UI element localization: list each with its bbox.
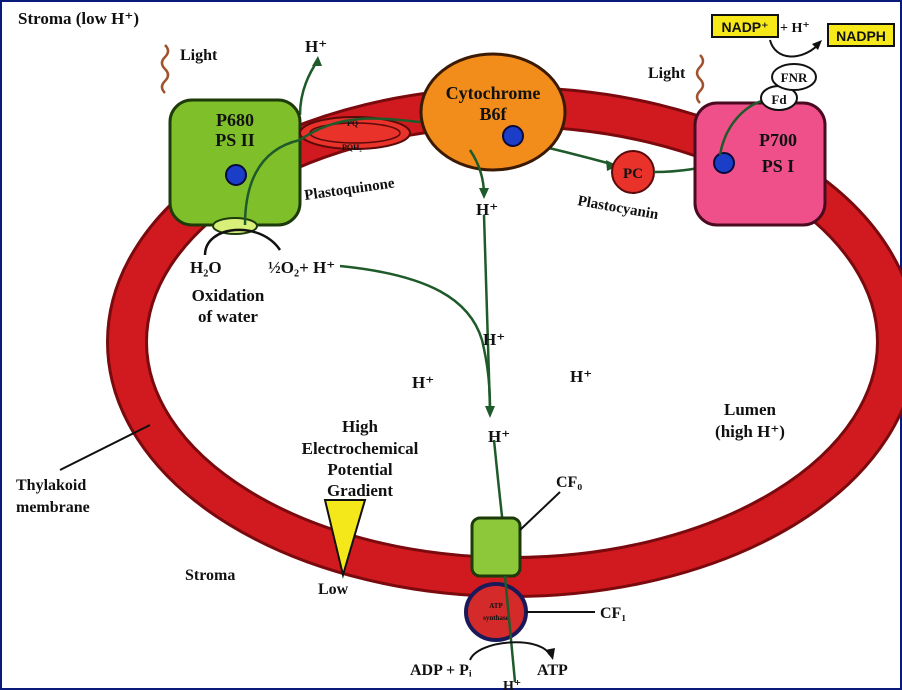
- gradient-line3: Potential: [327, 460, 392, 479]
- low-label: Low: [318, 581, 349, 598]
- gradient-line4: Gradient: [327, 481, 393, 500]
- h-plus-cyto-label: H⁺: [476, 200, 498, 219]
- h-plus-top-arrow: [300, 60, 318, 115]
- cytochrome-line2: B6f: [480, 104, 508, 124]
- h-plus-bottom-label: H⁺: [503, 679, 521, 690]
- fnr-label: FNR: [781, 70, 808, 85]
- thylakoid-line2: membrane: [16, 499, 90, 516]
- atp-label: ATP: [537, 662, 568, 679]
- ps2-line2: PS II: [215, 130, 255, 150]
- plastoquinone-label: Plastoquinone: [303, 175, 396, 204]
- light-label-left: Light: [180, 47, 218, 64]
- light-wave-right-icon: [697, 55, 703, 103]
- plastocyanin-label: Plastocyanin: [576, 193, 660, 223]
- nadph-label: NADPH: [836, 28, 886, 44]
- h-plus-lumen-4: H⁺: [488, 427, 510, 446]
- h-plus-lumen-3: H⁺: [570, 367, 592, 386]
- ps2-line1: P680: [216, 110, 254, 130]
- h-plus-top-label: H⁺: [305, 37, 327, 56]
- pqh2-label: PQH₂: [342, 143, 362, 152]
- h2o-label: H₂O: [190, 258, 222, 277]
- gradient-line1: High: [342, 417, 378, 436]
- oxidation-line1: Oxidation: [192, 286, 265, 305]
- half-o2-h-label: ½O₂+ H⁺: [268, 258, 335, 277]
- lumen-line1: Lumen: [724, 400, 777, 419]
- cf0-label: CF₀: [556, 474, 582, 491]
- atp-synthesis-arrowhead-icon: [545, 648, 555, 660]
- thylakoid-pointer-line: [60, 425, 150, 470]
- thylakoid-line1: Thylakoid: [16, 477, 86, 494]
- fd-label: Fd: [771, 92, 787, 107]
- h-plus-top-arrowhead-icon: [312, 56, 322, 66]
- adp-pi-label: ADP + Pᵢ: [410, 662, 472, 679]
- nadp-plus-h-label: + H⁺: [780, 21, 810, 36]
- light-label-right: Light: [648, 65, 686, 82]
- ps1-line2: PS I: [762, 156, 795, 176]
- atp-synthase-line1: ATP: [489, 602, 503, 610]
- proton-cyto-arrowhead-icon: [479, 188, 489, 199]
- pc-label: PC: [623, 166, 643, 182]
- cytochrome-electron-icon: [503, 126, 523, 146]
- cytochrome-line1: Cytochrome: [446, 83, 541, 103]
- cf0-subunit: [472, 518, 520, 576]
- atp-synthase-line2: synthase: [483, 614, 509, 622]
- stroma-low-h-title: Stroma (low H⁺): [18, 9, 139, 28]
- cf1-label: CF₁: [600, 605, 626, 622]
- lumen-line2: (high H⁺): [715, 422, 785, 441]
- gradient-line2: Electrochemical: [302, 439, 419, 458]
- h-plus-lumen-2: H⁺: [412, 373, 434, 392]
- proton-path-vertical: [484, 215, 490, 410]
- ps1-line1: P700: [759, 130, 797, 150]
- h-plus-lumen-1: H⁺: [483, 330, 505, 349]
- light-wave-left-icon: [162, 45, 168, 93]
- nadp-label: NADP⁺: [721, 19, 768, 35]
- ps1-electron-icon: [714, 153, 734, 173]
- fnr-reaction-arc: [770, 40, 818, 56]
- atp-synthase-cf1: [466, 584, 526, 640]
- cf0-pointer-line: [520, 492, 560, 530]
- atp-synthesis-arc: [470, 642, 550, 660]
- oxidation-line2: of water: [198, 307, 258, 326]
- stroma-label: Stroma: [185, 567, 235, 584]
- ps2-electron-icon: [226, 165, 246, 185]
